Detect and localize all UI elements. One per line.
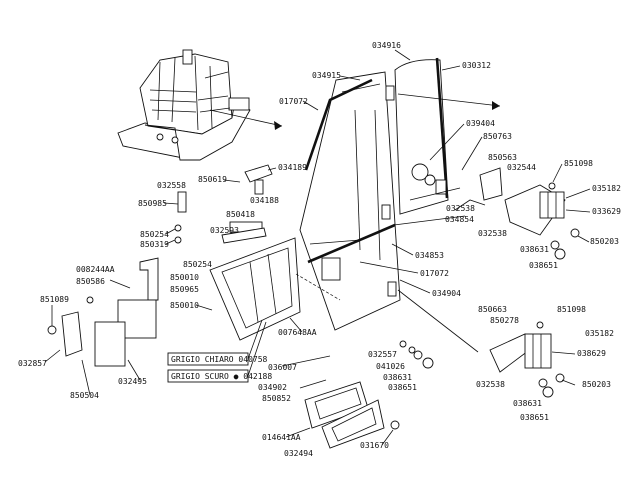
door-hardware — [295, 239, 434, 369]
label-850763: 850763 — [483, 132, 512, 141]
label-032538-c: 032538 — [476, 380, 505, 389]
label-850852: 850852 — [262, 394, 291, 403]
label-038651-a: 038651 — [529, 261, 558, 270]
label-850254-a: 850254 — [140, 230, 169, 239]
label-038651-c: 038651 — [520, 413, 549, 422]
label-032538-a: 032538 — [446, 204, 475, 213]
label-850203-a: 850203 — [590, 237, 619, 246]
mirror-bracket — [47, 257, 159, 367]
label-032558: 032558 — [157, 181, 186, 190]
upper-hinge — [504, 182, 580, 260]
label-033629: 033629 — [592, 207, 621, 216]
label-035182-a: 035182 — [592, 184, 621, 193]
label-850504: 850504 — [70, 391, 99, 400]
handle-parts-left — [174, 164, 273, 244]
label-031670: 031670 — [360, 441, 389, 450]
label-034904: 034904 — [432, 289, 461, 298]
lower-hinge — [397, 289, 565, 398]
label-851098-a: 851098 — [564, 159, 593, 168]
label-038631-a: 038631 — [520, 245, 549, 254]
label-850563: 850563 — [488, 153, 517, 162]
label-850985: 850985 — [138, 199, 167, 208]
label-850965: 850965 — [170, 285, 199, 294]
label-850586: 850586 — [76, 277, 105, 286]
label-038629: 038629 — [577, 349, 606, 358]
label-017072-a: 017072 — [279, 97, 308, 106]
inner-door-panel — [209, 237, 301, 341]
label-032544: 032544 — [507, 163, 536, 172]
label-851098-b: 851098 — [557, 305, 586, 314]
label-032857: 032857 — [18, 359, 47, 368]
label-014641AA: 014641AA — [262, 433, 301, 442]
label-032557: 032557 — [368, 350, 397, 359]
label-038631-c: 038631 — [513, 399, 542, 408]
label-850278: 850278 — [490, 316, 519, 325]
label-034916: 034916 — [372, 41, 401, 50]
label-034189: 034189 — [278, 163, 307, 172]
label-034854: 034854 — [445, 215, 474, 224]
label-007648AA: 007648AA — [278, 328, 317, 337]
color-legend: GRIGIO CHIARO 040758 GRIGIO SCURO ● 0421… — [167, 319, 272, 383]
label-038631-b: 038631 — [383, 373, 412, 382]
cab-illustration — [117, 49, 283, 161]
label-039404: 039404 — [466, 119, 495, 128]
label-032495: 032495 — [118, 377, 147, 386]
label-008244AA: 008244AA — [76, 265, 115, 274]
label-850418: 850418 — [226, 210, 255, 219]
label-032593: 032593 — [210, 226, 239, 235]
legend-light-grey: GRIGIO CHIARO 040758 — [171, 355, 268, 364]
label-851089: 851089 — [40, 295, 69, 304]
label-850619: 850619 — [198, 175, 227, 184]
label-034915: 034915 — [312, 71, 341, 80]
leader-lines — [44, 49, 591, 446]
part-labels: 034916 030312 034915 017072 039404 85076… — [18, 41, 621, 458]
label-034853: 034853 — [415, 251, 444, 260]
label-036007: 036007 — [268, 363, 297, 372]
legend-dark-grey: GRIGIO SCURO ● 042188 — [171, 372, 272, 381]
label-034188: 034188 — [250, 196, 279, 205]
label-850663: 850663 — [478, 305, 507, 314]
label-041026: 041026 — [376, 362, 405, 371]
label-032538-b: 032538 — [478, 229, 507, 238]
label-850203-b: 850203 — [582, 380, 611, 389]
label-038651-b: 038651 — [388, 383, 417, 392]
label-032494: 032494 — [284, 449, 313, 458]
lock-assembly — [409, 163, 503, 211]
label-017072-b: 017072 — [420, 269, 449, 278]
label-035182-b: 035182 — [585, 329, 614, 338]
label-850319: 850319 — [140, 240, 169, 249]
door-glass-panel — [299, 71, 401, 331]
label-034902: 034902 — [258, 383, 287, 392]
rear-glass-panel — [381, 57, 501, 297]
label-850010-b: 850010 — [170, 301, 199, 310]
label-030312: 030312 — [462, 61, 491, 70]
label-850254-b: 850254 — [183, 260, 212, 269]
label-850010-a: 850010 — [170, 273, 199, 282]
step-plates — [281, 355, 400, 449]
